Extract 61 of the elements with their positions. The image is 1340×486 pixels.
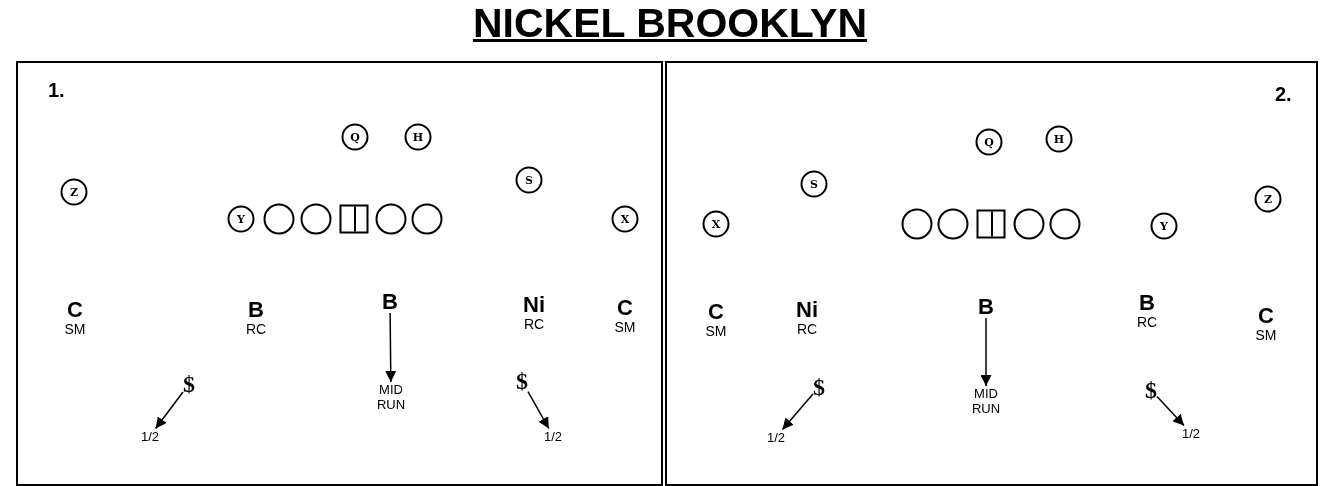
- defender-symbol: $: [813, 375, 825, 399]
- assignment-label: SM: [614, 319, 636, 335]
- center-square: [976, 209, 1006, 239]
- lineman-circle: [937, 208, 969, 240]
- assignment-label: MID RUN: [970, 386, 1002, 416]
- player-circle: H: [1045, 125, 1073, 153]
- lineman-circle: [1013, 208, 1045, 240]
- lineman-circle: [375, 203, 407, 235]
- defender-symbol: $: [1145, 378, 1157, 402]
- panel-number: 1.: [48, 79, 65, 101]
- defender-letter: Ni: [796, 299, 818, 321]
- assignment-label: MID RUN: [375, 382, 407, 412]
- player-circle: H: [404, 123, 432, 151]
- player-circle: Q: [341, 123, 369, 151]
- player-circle: S: [800, 170, 828, 198]
- lineman-circle: [411, 203, 443, 235]
- arrow: [385, 312, 397, 383]
- defender-letter: B: [1138, 292, 1156, 314]
- assignment-label: 1/2: [1180, 425, 1202, 441]
- defender-symbol: $: [516, 369, 528, 393]
- arrow: [154, 391, 184, 430]
- play-panel: [665, 61, 1318, 486]
- player-circle: Q: [975, 128, 1003, 156]
- lineman-circle: [263, 203, 295, 235]
- assignment-label: SM: [64, 321, 86, 337]
- defender-symbol: $: [183, 372, 195, 396]
- player-circle: Y: [227, 205, 255, 233]
- defender-letter: B: [382, 291, 398, 313]
- center-square: [339, 204, 369, 234]
- defender-letter: C: [616, 297, 634, 319]
- player-circle: Z: [1254, 185, 1282, 213]
- defender-letter: C: [66, 299, 84, 321]
- assignment-label: RC: [523, 316, 545, 332]
- defender-letter: C: [707, 301, 725, 323]
- lineman-circle: [901, 208, 933, 240]
- assignment-label: RC: [245, 321, 267, 337]
- arrow: [1156, 395, 1185, 427]
- arrow: [527, 390, 550, 430]
- panel-number: 2.: [1275, 83, 1292, 105]
- assignment-label: 1/2: [139, 428, 161, 444]
- player-circle: Y: [1150, 212, 1178, 240]
- player-circle: X: [611, 205, 639, 233]
- defender-letter: B: [978, 296, 994, 318]
- assignment-label: RC: [796, 321, 818, 337]
- assignment-label: SM: [1255, 327, 1277, 343]
- lineman-circle: [1049, 208, 1081, 240]
- play-panel: [16, 61, 663, 486]
- assignment-label: SM: [705, 323, 727, 339]
- assignment-label: RC: [1136, 314, 1158, 330]
- player-circle: S: [515, 166, 543, 194]
- lineman-circle: [300, 203, 332, 235]
- assignment-label: 1/2: [765, 429, 787, 445]
- defender-letter: Ni: [523, 294, 545, 316]
- player-circle: Z: [60, 178, 88, 206]
- arrow: [980, 317, 992, 387]
- title: NICKEL BROOKLYN: [471, 0, 869, 47]
- defender-letter: C: [1257, 305, 1275, 327]
- player-circle: X: [702, 210, 730, 238]
- defender-letter: B: [247, 299, 265, 321]
- arrow: [781, 393, 814, 431]
- assignment-label: 1/2: [542, 428, 564, 444]
